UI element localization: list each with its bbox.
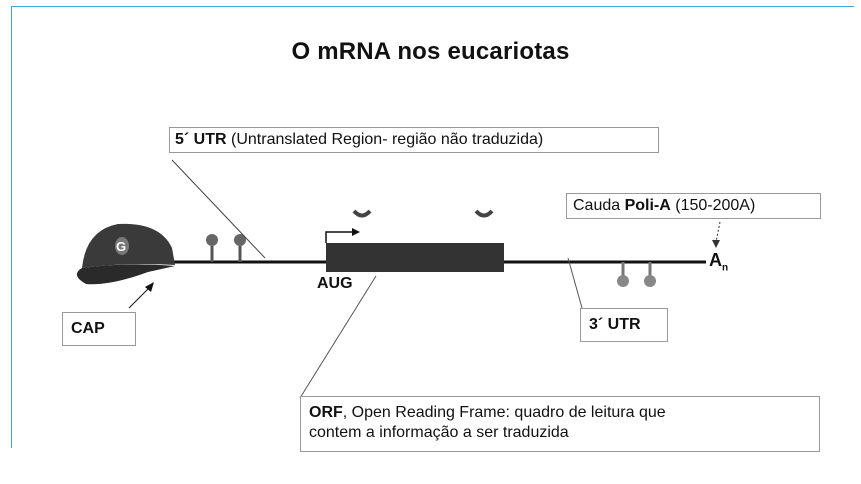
utr5-label-box: 5´ UTR (Untranslated Region- região não … [169, 127, 659, 153]
pointer-orf [299, 275, 377, 399]
polya-bold: Poli-A [624, 197, 671, 214]
utr3-label: 3´ UTR [589, 316, 641, 333]
poly-a-tail-label: An [709, 250, 728, 274]
cap-icon: G [76, 223, 175, 285]
an-main: A [709, 250, 722, 270]
pointer-5utr [171, 159, 266, 259]
arc-left [352, 209, 372, 218]
pointer-polya [715, 221, 721, 243]
arc-right [474, 209, 494, 218]
utr5-text: (Untranslated Region- região não traduzi… [226, 131, 544, 148]
cap-letter: G [116, 239, 126, 254]
pointer-polya-head [712, 240, 720, 248]
polya-text: (150-200A) [670, 197, 756, 214]
figure-frame [11, 6, 854, 448]
orf-label-box: ORF, Open Reading Frame: quadro de leitu… [300, 396, 820, 452]
pointer-cap-head [145, 282, 154, 292]
pointer-cap [128, 286, 151, 309]
diagram-title: O mRNA nos eucariotas [291, 38, 570, 65]
stem-loop-3a [617, 262, 629, 287]
utr3-label-box: 3´ UTR [580, 308, 668, 342]
start-arrow [325, 231, 352, 243]
stem-loop-5b [234, 234, 246, 262]
cap-label: CAP [71, 320, 105, 337]
orf-block [326, 243, 504, 272]
cap-label-box: CAP [62, 312, 136, 346]
orf-bold: ORF [309, 404, 343, 421]
orf-text: , Open Reading Frame: quadro de leitura … [342, 404, 666, 421]
pointer-3utr [567, 257, 583, 309]
orf-text-line2: contem a informação a ser traduzida [309, 424, 569, 441]
stem-loop-5a [206, 234, 218, 262]
start-arrow-head [352, 228, 360, 236]
aug-label: AUG [317, 275, 353, 292]
an-sub: n [722, 262, 729, 274]
utr5-bold: 5´ UTR [175, 131, 227, 148]
polya-label-box: Cauda Poli-A (150-200A) [566, 193, 821, 219]
stem-loop-3b [644, 262, 656, 287]
polya-pre: Cauda [573, 197, 625, 214]
